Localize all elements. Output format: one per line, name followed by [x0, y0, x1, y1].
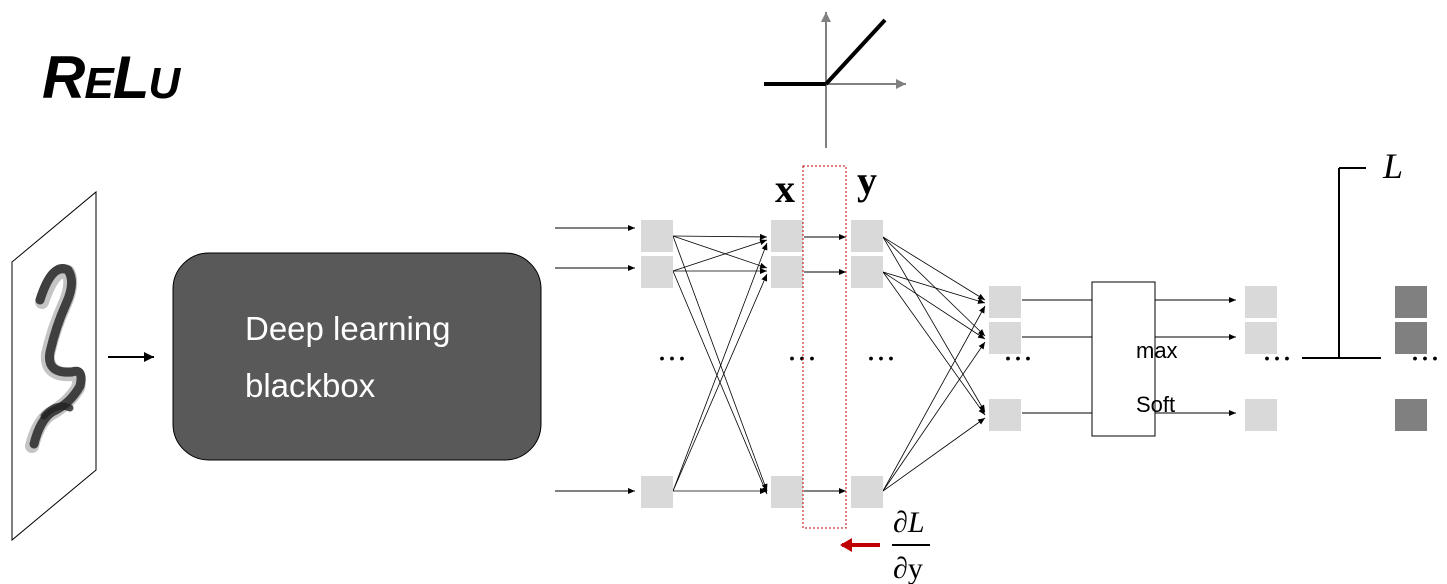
softmax-edges	[1022, 297, 1236, 416]
dense-edges-1	[672, 233, 768, 495]
node	[1245, 286, 1277, 318]
elementwise-edges	[804, 234, 846, 494]
node	[989, 399, 1021, 431]
node	[771, 256, 803, 288]
node	[851, 476, 883, 508]
gradient-arrowhead	[840, 538, 852, 552]
node	[1245, 399, 1277, 431]
node	[641, 476, 673, 508]
node	[989, 322, 1021, 354]
logit-nodes	[989, 286, 1021, 431]
loss-label: L	[1382, 146, 1403, 186]
node	[851, 256, 883, 288]
relu-plot	[764, 12, 906, 148]
y-label: y	[857, 158, 877, 203]
softmax-label-max: max	[1136, 338, 1178, 363]
ellipsis-layer-1: …	[657, 333, 687, 368]
page-title: RELU	[42, 44, 180, 111]
node	[641, 256, 673, 288]
blackbox-label-line2: blackbox	[245, 367, 376, 404]
target-nodes	[1395, 286, 1427, 431]
node	[1395, 399, 1427, 431]
node	[1395, 286, 1427, 318]
loss-bracket	[1302, 167, 1381, 359]
relu-highlight-box	[802, 165, 847, 529]
ellipsis-softmax: …	[1262, 333, 1292, 368]
node	[851, 220, 883, 252]
deep-learning-blackbox	[172, 252, 542, 461]
x-nodes	[771, 220, 803, 508]
x-label: x	[775, 166, 795, 211]
ellipsis-logits: …	[1003, 333, 1033, 368]
y-nodes	[851, 220, 883, 508]
node	[771, 220, 803, 252]
node	[641, 220, 673, 252]
ellipsis-targets: …	[1410, 333, 1440, 368]
blackbox-label-line1: Deep learning	[245, 310, 450, 347]
softmax-box	[1091, 281, 1156, 437]
gradient-numerator: ∂L	[893, 506, 925, 539]
softmax-label-soft: Soft	[1136, 392, 1175, 417]
ellipsis-x: …	[787, 333, 817, 368]
node	[771, 476, 803, 508]
node	[989, 286, 1021, 318]
node	[1395, 322, 1427, 354]
softmax-output-nodes	[1245, 286, 1277, 431]
dense-edges-2	[882, 236, 986, 492]
gradient-denominator: ∂y	[893, 552, 923, 584]
node	[1245, 322, 1277, 354]
layer-1-nodes	[641, 220, 673, 508]
input-digit-image	[11, 190, 97, 542]
ellipsis-y: …	[866, 333, 896, 368]
input-edges	[555, 225, 635, 494]
